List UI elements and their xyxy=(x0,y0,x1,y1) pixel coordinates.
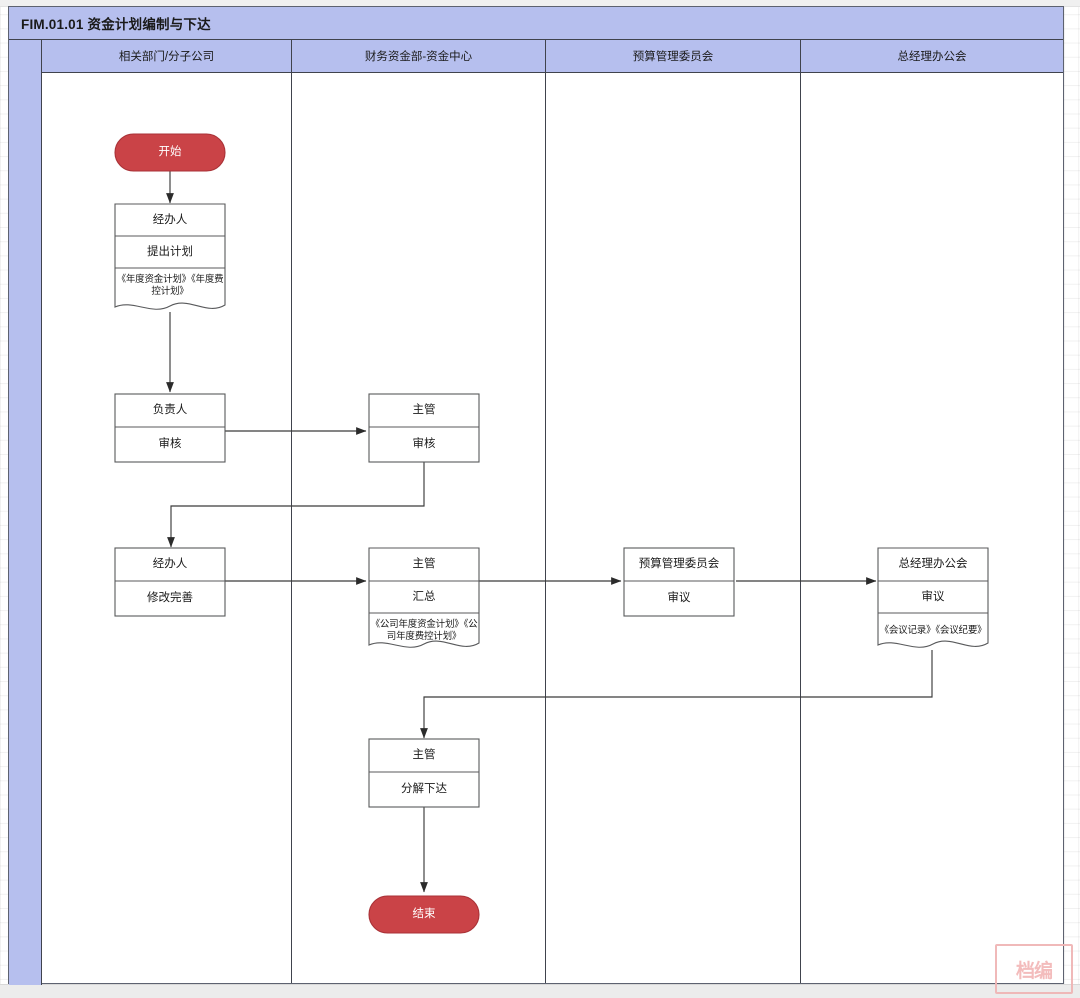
n4-role-label: 经办人 xyxy=(152,558,188,571)
n6-action-label: 审议 xyxy=(667,592,691,605)
n8-role-label: 主管 xyxy=(412,749,436,762)
n1-role-label: 经办人 xyxy=(152,213,188,226)
n7-document-label: 《会议记录》《会议纪要》 xyxy=(879,624,987,636)
n1-action-label: 提出计划 xyxy=(147,245,193,258)
swimlane-frame: FIM.01.01 资金计划编制与下达 相关部门/分子公司 财务资金部-资金中心… xyxy=(8,6,1064,985)
canvas-bottom-strip xyxy=(0,984,1080,998)
n4-action-label: 修改完善 xyxy=(147,592,193,605)
n2-role-label: 负责人 xyxy=(152,404,188,417)
lane-column-finance-fund-center xyxy=(292,73,546,983)
n1-document-label: 《年度资金计划》《年度费控计划》 xyxy=(116,273,224,297)
lane-label: 总经理办公会 xyxy=(897,51,967,63)
lane-header-relevant-departments: 相关部门/分子公司 xyxy=(42,40,292,72)
lane-header-finance-fund-center: 财务资金部-资金中心 xyxy=(292,40,546,72)
lane-column-gm-office xyxy=(801,73,1063,983)
lane-label: 财务资金部-资金中心 xyxy=(364,51,473,63)
n2-action-label: 审核 xyxy=(158,438,182,451)
n7-role-label: 总经理办公会 xyxy=(898,558,968,571)
lane-header-budget-committee: 预算管理委员会 xyxy=(546,40,801,72)
lane-label: 预算管理委员会 xyxy=(632,51,714,63)
lane-header-row: 相关部门/分子公司 财务资金部-资金中心 预算管理委员会 总经理办公会 xyxy=(42,40,1063,73)
n8-action-label: 分解下达 xyxy=(401,783,447,796)
lane-label: 相关部门/分子公司 xyxy=(118,51,215,63)
lane-column-budget-committee xyxy=(546,73,801,983)
lane-header-gm-office: 总经理办公会 xyxy=(801,40,1063,72)
n3-action-label: 审核 xyxy=(412,438,436,451)
start-label: 开始 xyxy=(158,146,182,159)
n5-role-label: 主管 xyxy=(412,558,436,571)
page-title: FIM.01.01 资金计划编制与下达 xyxy=(21,17,211,32)
n3-role-label: 主管 xyxy=(412,404,436,417)
end-label: 结束 xyxy=(412,908,436,921)
lane-spine-column xyxy=(9,40,42,985)
n7-action-label: 审议 xyxy=(921,590,945,603)
n5-document-label: 《公司年度资金计划》《公司年度费控计划》 xyxy=(370,618,478,642)
n5-action-label: 汇总 xyxy=(412,590,436,603)
n6-role-label: 预算管理委员会 xyxy=(638,558,720,571)
watermark-stamp: 档编 xyxy=(995,944,1073,994)
diagram-title-bar: FIM.01.01 资金计划编制与下达 xyxy=(9,7,1063,40)
